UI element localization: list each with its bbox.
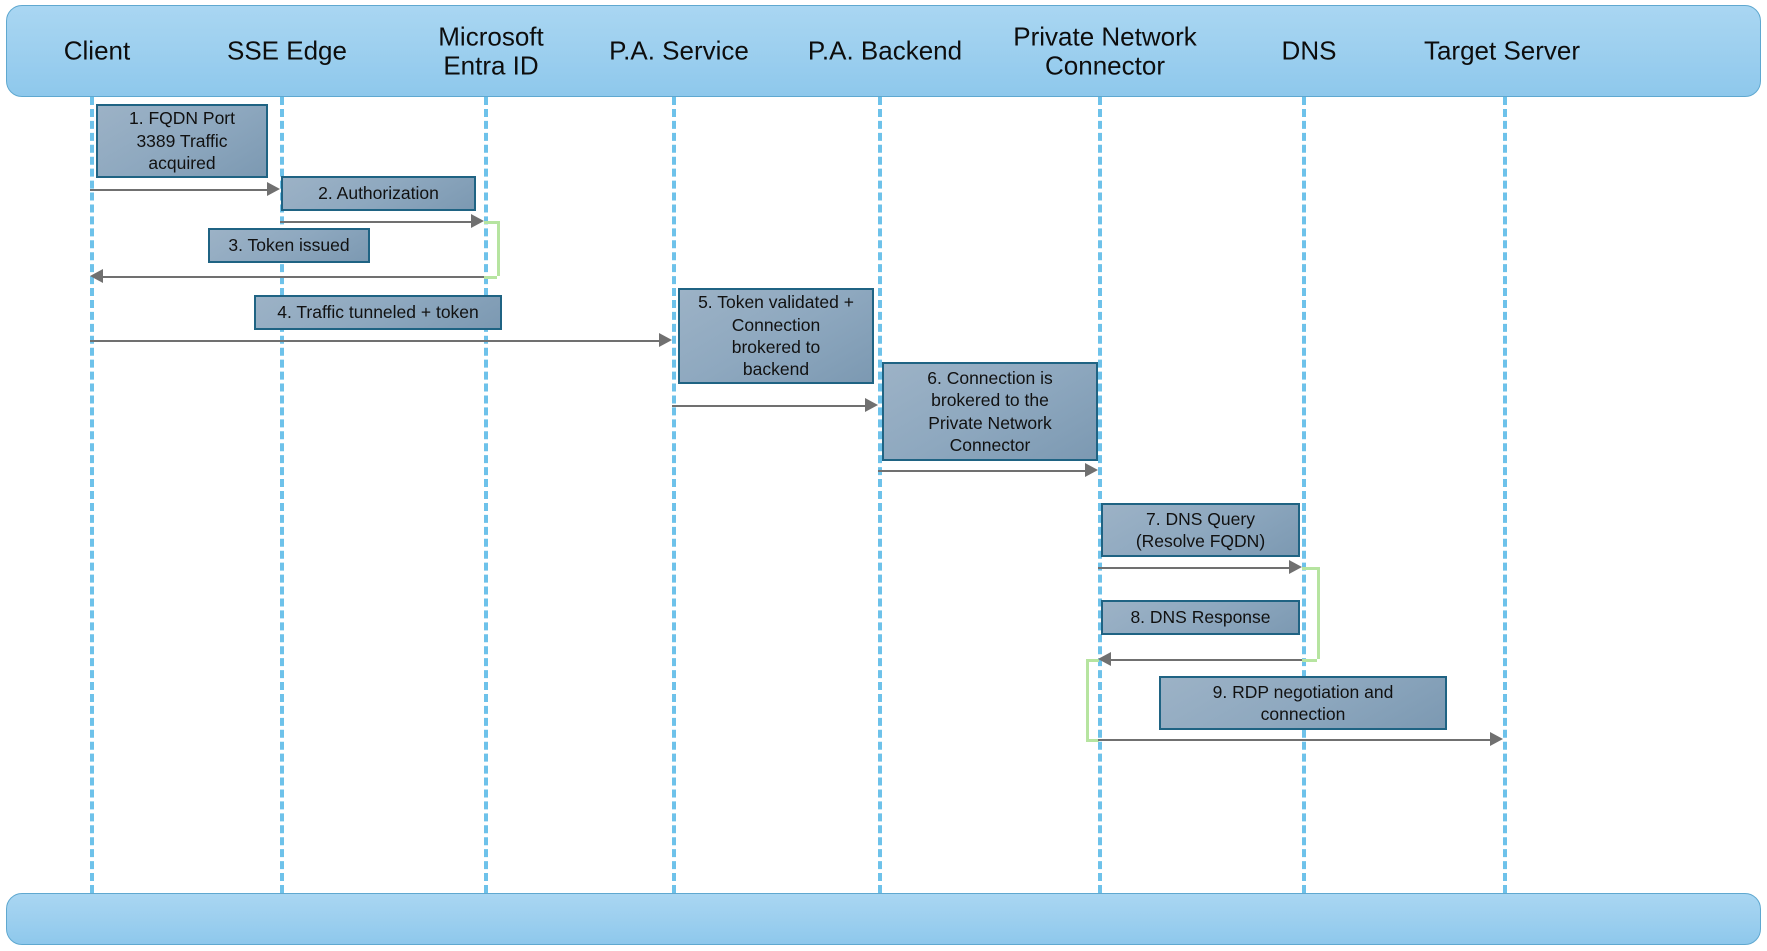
message-box-3[interactable]: 3. Token issued (208, 228, 370, 263)
message-box-2[interactable]: 2. Authorization (281, 176, 476, 211)
actor-header-bar: Client SSE Edge Microsoft Entra ID P.A. … (6, 5, 1761, 97)
message-box-6[interactable]: 6. Connection is brokered to the Private… (882, 362, 1098, 461)
actor-label-client: Client (63, 35, 131, 66)
actor-label-sse-edge: SSE Edge (227, 35, 347, 66)
message-box-5[interactable]: 5. Token validated + Connection brokered… (678, 288, 874, 384)
actor-label-pa-backend: P.A. Backend (807, 35, 963, 66)
lifeline-pa-backend (878, 97, 882, 893)
actor-label-target-server: Target Server (1423, 35, 1581, 66)
actor-label-pa-service: P.A. Service (609, 35, 749, 66)
message-box-9[interactable]: 9. RDP negotiation and connection (1159, 676, 1447, 730)
message-box-4[interactable]: 4. Traffic tunneled + token (254, 295, 502, 330)
lifeline-target-server (1503, 97, 1507, 893)
message-box-7[interactable]: 7. DNS Query (Resolve FQDN) (1101, 503, 1300, 557)
message-box-8[interactable]: 8. DNS Response (1101, 600, 1300, 635)
lifeline-pa-service (672, 97, 676, 893)
lifeline-dns (1302, 97, 1306, 893)
lifeline-microsoft-entra-id (484, 97, 488, 893)
actor-footer-bar (6, 893, 1761, 945)
lifeline-private-network-connector (1098, 97, 1102, 893)
message-box-1[interactable]: 1. FQDN Port 3389 Traffic acquired (96, 104, 268, 178)
lifeline-client (90, 97, 94, 893)
actor-label-dns: DNS (1281, 35, 1337, 66)
actor-label-private-network-connector: Private Network Connector (1013, 21, 1197, 80)
lifeline-sse-edge (280, 97, 284, 893)
actor-label-microsoft-entra-id: Microsoft Entra ID (438, 21, 544, 80)
